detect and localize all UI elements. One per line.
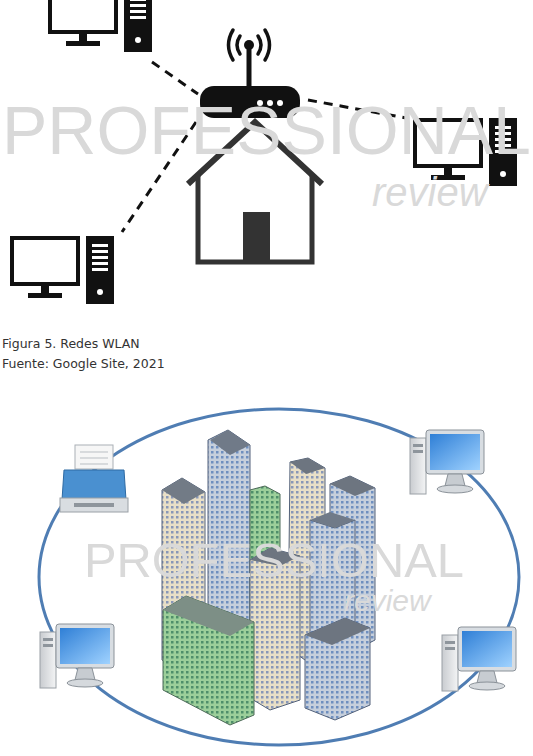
figure-caption: Figura 5. Redes WLAN: [2, 336, 140, 351]
watermark: review: [372, 172, 488, 212]
watermark: PROFESSIONAL: [84, 536, 464, 585]
watermark: PROFESSIONAL: [2, 96, 531, 164]
source-note: Fuente: Google Site, 2021: [2, 356, 165, 371]
watermark: review: [344, 586, 431, 616]
